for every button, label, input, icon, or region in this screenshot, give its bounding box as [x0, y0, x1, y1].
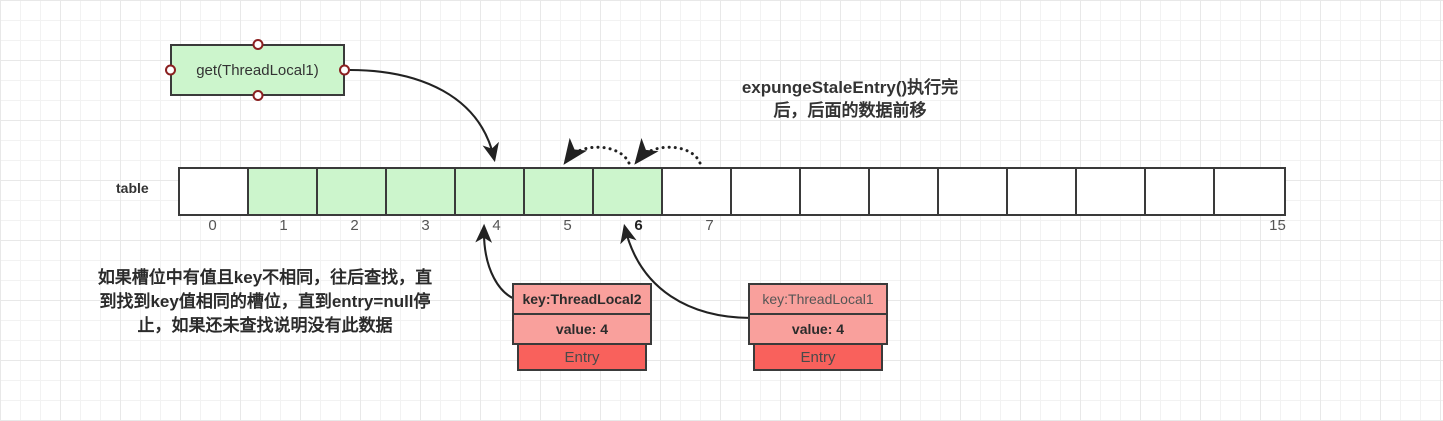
get-node-right-connector[interactable]	[339, 64, 350, 76]
entry-key-row: key:ThreadLocal1	[748, 283, 888, 315]
table-index-label-15: 15	[1269, 217, 1286, 234]
table-cell-7[interactable]	[663, 169, 732, 214]
get-node-label: get(ThreadLocal1)	[196, 61, 319, 79]
table-cell-14[interactable]	[1146, 169, 1215, 214]
table-slots	[178, 167, 1286, 216]
get-to-slot4-arrow	[349, 68, 499, 163]
table-cell-13[interactable]	[1077, 169, 1146, 214]
table-index-label-5: 5	[563, 217, 572, 234]
table-label: table	[116, 180, 149, 196]
table-cell-3[interactable]	[387, 169, 456, 214]
entry-threadlocal1[interactable]: key:ThreadLocal1 value: 4 Entry	[748, 283, 888, 371]
search-note-text: 如果槽位中有值且key不相同，往后查找，直 到找到key值相同的槽位，直到ent…	[97, 268, 433, 336]
table-index-label-4: 4	[492, 217, 501, 234]
entry-value-row: value: 4	[748, 313, 888, 345]
table-cell-2[interactable]	[318, 169, 387, 214]
get-threadlocal-node[interactable]: get(ThreadLocal1)	[165, 39, 350, 101]
entry-footer-label: Entry	[753, 343, 883, 371]
table-cell-4[interactable]	[456, 169, 525, 214]
table-cell-6[interactable]	[594, 169, 663, 214]
entry-footer-label: Entry	[517, 343, 647, 371]
table-cell-8[interactable]	[732, 169, 801, 214]
entry-threadlocal2[interactable]: key:ThreadLocal2 value: 4 Entry	[512, 283, 652, 371]
entry-value-row: value: 4	[512, 313, 652, 345]
table-cell-10[interactable]	[870, 169, 939, 214]
table-index-label-0: 0	[208, 217, 217, 234]
get-node-bottom-connector[interactable]	[252, 90, 263, 101]
shift-slot7-to-slot6-arrow	[634, 137, 702, 165]
table-index-label-7: 7	[705, 217, 714, 234]
shift-slot6-to-slot6-arrow	[563, 137, 631, 165]
get-node-left-connector[interactable]	[165, 64, 176, 76]
table-cell-12[interactable]	[1008, 169, 1077, 214]
table-cell-9[interactable]	[801, 169, 870, 214]
table-index-label-3: 3	[421, 217, 430, 234]
table-cell-15[interactable]	[1215, 169, 1284, 214]
table-cell-5[interactable]	[525, 169, 594, 214]
get-node-top-connector[interactable]	[252, 39, 263, 50]
table-index-label-6: 6	[634, 217, 643, 234]
table-index-label-2: 2	[350, 217, 359, 234]
table-cell-1[interactable]	[249, 169, 318, 214]
diagram-title: expungeStaleEntry()执行完 后，后面的数据前移	[741, 78, 959, 121]
table-cell-0[interactable]	[180, 169, 249, 214]
table-cell-11[interactable]	[939, 169, 1008, 214]
table-index-label-1: 1	[279, 217, 288, 234]
entry-key-row: key:ThreadLocal2	[512, 283, 652, 315]
